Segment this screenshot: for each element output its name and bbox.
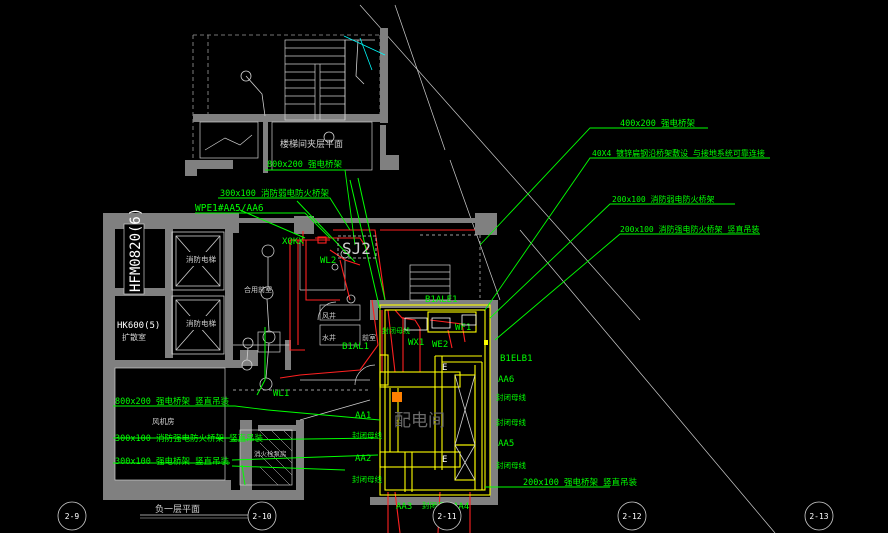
axis-bubble-2-10 (247, 501, 277, 531)
label-bus-5: 封闭母线 (496, 417, 526, 427)
label-b1elb1: B1ELB1 (500, 354, 533, 364)
callout-300x100-weak: 300x100 消防弱电防火桥架 (220, 188, 329, 199)
lift-label-1: 消防电梯 (186, 254, 216, 264)
label-bus-4: 封闭母线 (496, 392, 526, 402)
hk-label: HK600(5) (117, 321, 160, 331)
axis-label-2-10: 2-10 (252, 512, 271, 521)
floor-plan-title: 负一层平面 (155, 503, 200, 515)
label-we2: WE2 (432, 340, 448, 350)
axis-bubble-2-13 (804, 501, 834, 531)
hfm-label: HFM0820(6) (123, 208, 145, 295)
label-bus-7: 封闭母线 (382, 326, 410, 335)
label-e-2: E (442, 455, 447, 465)
axis-bubble-2-9 (57, 501, 87, 531)
callout-400x200: 400x200 强电桥架 (620, 118, 695, 129)
circuit-labels: XQKX WL2 B1ALE1 WF1 B1AL1 WX1 WE2 B1ELB1… (273, 237, 533, 512)
callout-leaders (113, 127, 770, 488)
axis-bubble-2-12 (617, 501, 647, 531)
label-aa6: AA6 (498, 375, 514, 385)
label-e-1: E (442, 363, 447, 373)
label-wf1: WF1 (455, 323, 471, 333)
callout-800x200-top: 800x200 强电桥架 (267, 159, 342, 170)
callout-800x200-vert: 800x200 强电桥架 竖直吊装 (115, 396, 230, 407)
label-aa4: AA4 (453, 502, 469, 512)
label-wl1: WL1 (273, 389, 289, 399)
axis-bubble-2-11 (432, 501, 462, 531)
guide-lines (359, 4, 776, 533)
callout-wpe1: WPE1#AA5/AA6 (195, 203, 264, 214)
callout-ground-bar: 40X4 镀锌扁钢沿桥架敷设 与接地系统可靠连接 (592, 148, 765, 158)
label-bus-2: 封闭母线 (352, 474, 382, 484)
callout-300x100-strong: 300x100 强电桥架 竖直吊装 (115, 456, 230, 467)
svg-text:HFM0820(6): HFM0820(6) (128, 208, 144, 292)
label-bus-3: 封闭母线 (422, 500, 452, 510)
callout-200x100-weak: 200x100 消防弱电防火桥架 (612, 194, 715, 204)
green-busways (231, 177, 386, 486)
lift-label-2: 消防电梯 (186, 318, 216, 328)
label-bus-6: 封闭母线 (496, 460, 526, 470)
axis-label-2-12: 2-12 (622, 512, 641, 521)
upper-stair-plan: 楼梯间夹层平面 (185, 28, 399, 176)
pump-room-label: 消火栓泵房 (254, 449, 287, 458)
front-room-label: 合用前室 (244, 285, 272, 294)
axis-label-2-9: 2-9 (65, 512, 80, 521)
diffuser-room-label: 扩散室 (122, 332, 146, 342)
fan-room-label: 风机房 (152, 416, 175, 426)
label-aa3: AA3 (396, 502, 412, 512)
label-aa2: AA2 (355, 454, 371, 464)
axis-label-2-13: 2-13 (809, 512, 828, 521)
sj2-marker: SJ2 (337, 235, 377, 259)
label-aa5: AA5 (498, 439, 514, 449)
label-b1al1: B1AL1 (342, 342, 369, 352)
shaft-wind-label: 风井 (322, 311, 336, 320)
red-conduits (279, 229, 475, 533)
callout-200x100-strong: 200x100 消防强电防火桥架 竖直吊装 (620, 224, 759, 234)
main-floor-plan: 消防电梯 消防电梯 HFM0820(6) HK600(5) 扩散室 风机房 (103, 208, 498, 505)
stair-plan-caption: 楼梯间夹层平面 (280, 138, 343, 150)
label-wx1: WX1 (408, 338, 424, 348)
label-wl2: WL2 (320, 256, 336, 266)
distribution-room: 配电间 (379, 304, 491, 496)
lobby-label: 前室 (362, 333, 376, 342)
callout-300x100-fire: 300x100 消防强电防火桥架 竖直吊装 (115, 433, 264, 444)
shaft-water-label: 水井 (322, 333, 336, 342)
callout-200x100-bottom: 200x100 强电桥架 竖直吊装 (523, 477, 638, 488)
label-b1ale1: B1ALE1 (425, 295, 458, 305)
dist-room-label: 配电间 (394, 411, 445, 431)
label-xqkx: XQKX (282, 237, 304, 247)
axis-label-2-11: 2-11 (437, 512, 456, 521)
axis-grid: 2-9 2-10 2-11 2-12 2-13 (57, 501, 834, 531)
label-bus-1: 封闭母线 (352, 430, 382, 440)
label-aa1: AA1 (355, 411, 371, 421)
svg-text:SJ2: SJ2 (342, 239, 371, 258)
